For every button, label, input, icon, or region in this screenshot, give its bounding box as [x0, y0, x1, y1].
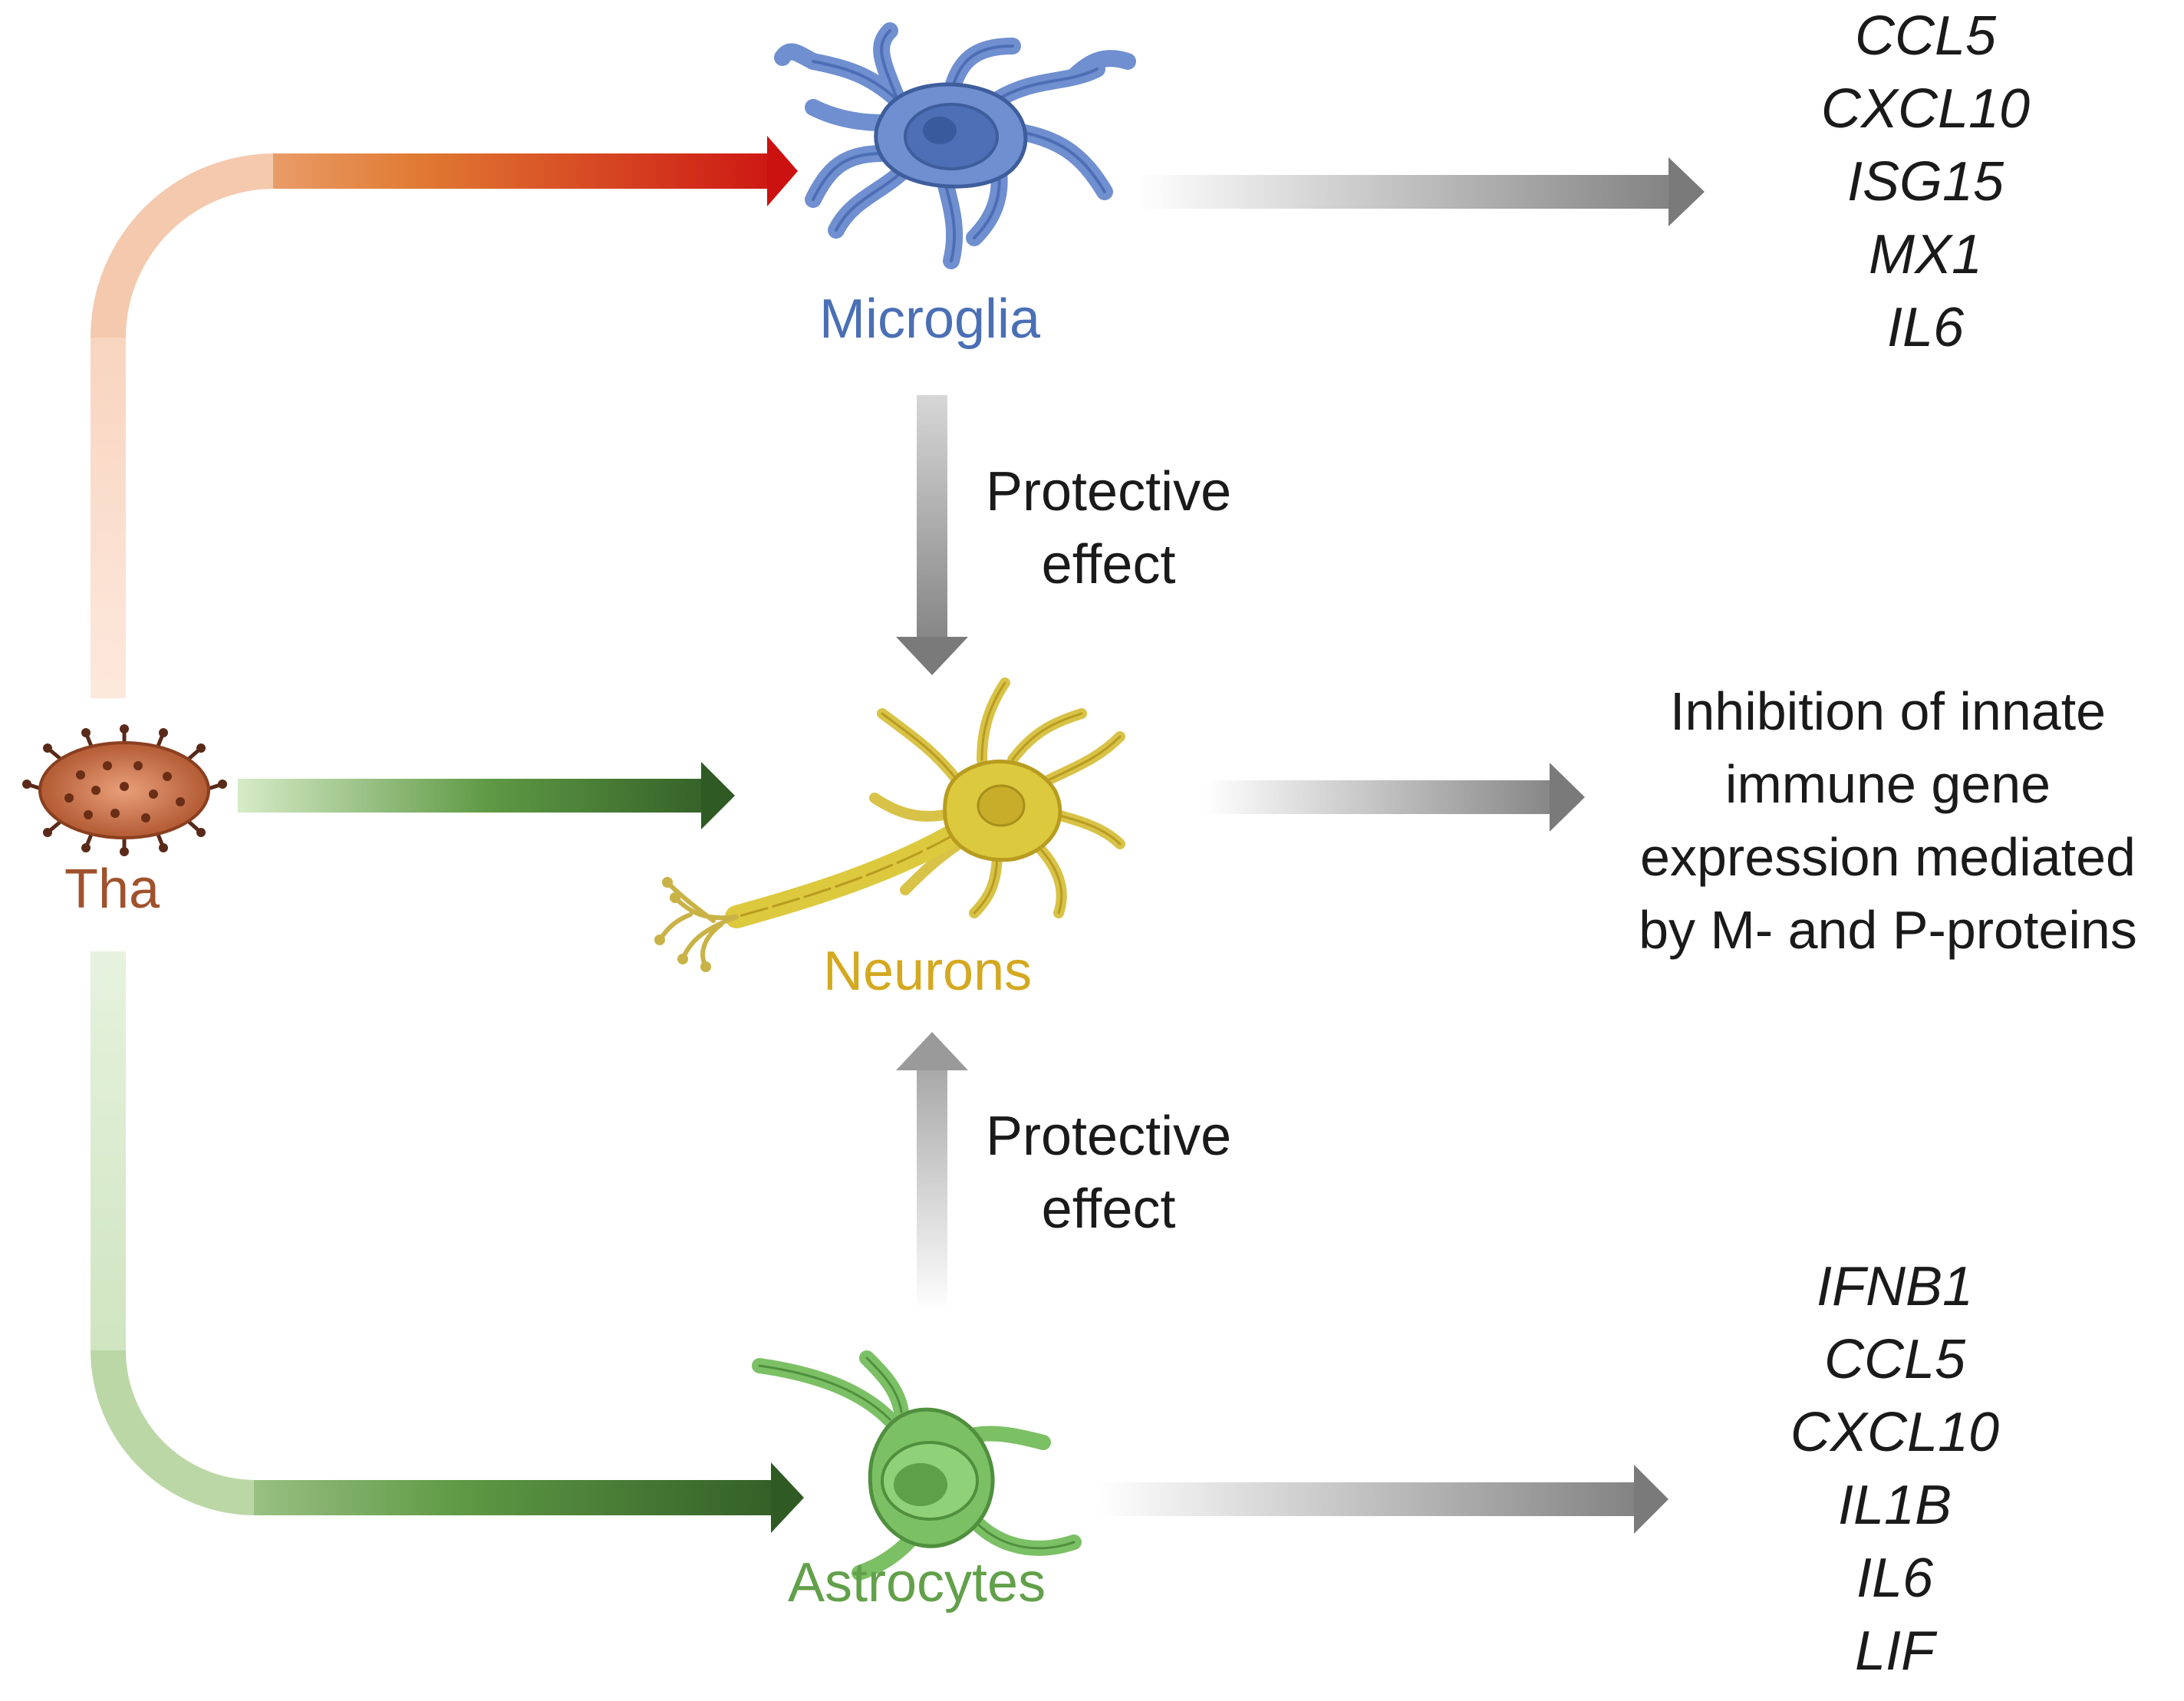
gene: CXCL10	[1790, 1402, 2000, 1463]
gene: IL6	[1856, 1548, 1934, 1609]
protective-effect-bottom: Protective effect	[986, 1106, 1232, 1240]
arrow-astrocytes-to-neurons	[896, 1032, 968, 1312]
astrocytes-label: Astrocytes	[788, 1552, 1046, 1614]
path-tha-to-neurons	[238, 762, 735, 829]
neuron-icon	[654, 677, 1125, 972]
neurons-label: Neurons	[823, 941, 1033, 1002]
gene: MX1	[1868, 224, 1983, 285]
protective-effect-top: Protective effect	[986, 461, 1232, 595]
virus-label: Tha	[64, 859, 160, 920]
arrow-microglia-to-neurons	[896, 395, 968, 675]
tha-virus-icon	[22, 724, 227, 856]
gene: IL1B	[1837, 1475, 1952, 1536]
gene: CCL5	[1854, 5, 1997, 67]
path-tha-to-astrocytes	[91, 951, 804, 1533]
gene: ISG15	[1846, 151, 2004, 213]
astrocyte-gene-list: IFNB1 CCL5 CXCL10 IL1B IL6 LIF	[1757, 1251, 2033, 1688]
gene: LIF	[1854, 1620, 1935, 1682]
astrocyte-icon	[752, 1350, 1082, 1581]
gene: CXCL10	[1820, 78, 2031, 140]
gene: IL6	[1886, 297, 1965, 358]
arrow-microglia-output	[1135, 157, 1705, 226]
neuron-outcome-text: Inhibition of innate immune gene express…	[1639, 681, 2137, 960]
path-tha-to-microglia	[91, 136, 798, 698]
gene: CCL5	[1823, 1329, 1966, 1390]
gene: IFNB1	[1816, 1256, 1974, 1317]
microglia-icon	[774, 22, 1136, 269]
microglia-label: Microglia	[819, 288, 1041, 350]
arrowhead-astrocytes	[771, 1462, 804, 1533]
arrowhead-neurons	[701, 762, 735, 829]
arrow-astrocytes-output	[1097, 1465, 1668, 1534]
microglia-gene-list: CCL5 CXCL10 ISG15 MX1 IL6	[1787, 0, 2064, 364]
arrow-neurons-output	[1204, 763, 1585, 832]
arrowhead-microglia	[767, 136, 798, 206]
